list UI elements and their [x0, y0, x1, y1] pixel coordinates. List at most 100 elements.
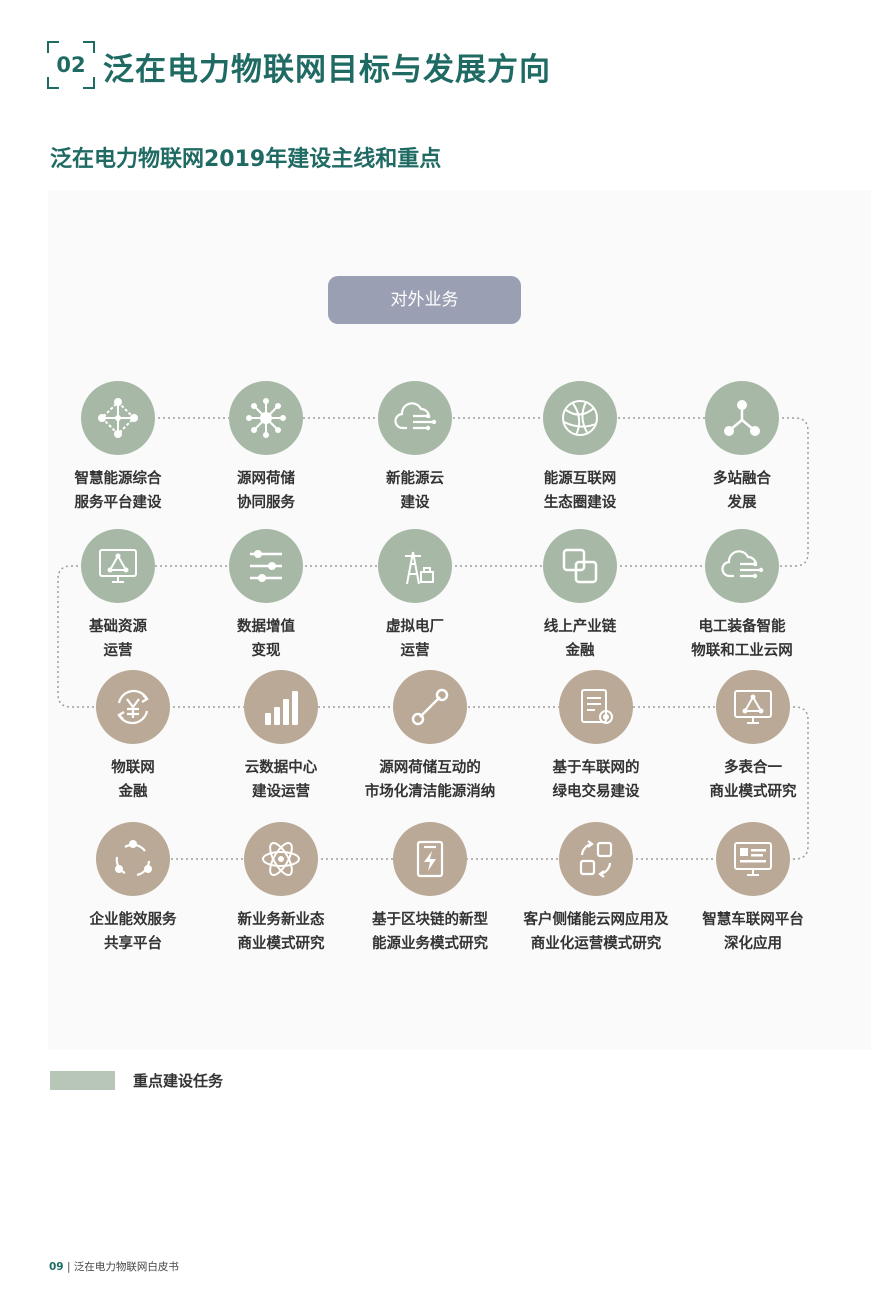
task-node: 云数据中心建设运营 [191, 670, 371, 804]
task-node-label-line1: 源网荷储 [237, 471, 295, 487]
task-node: 虚拟电厂运营 [325, 529, 505, 663]
task-node-label-line1: 线上产业链 [543, 619, 617, 635]
monitor-triangle-icon [716, 670, 790, 744]
task-node: 源网荷储互动的市场化清洁能源消纳 [340, 670, 520, 804]
globe-icon [543, 381, 617, 455]
task-node-label-line2: 金融 [118, 784, 148, 800]
task-node: 智慧车联网平台深化应用 [663, 822, 843, 956]
task-node-label: 智慧车联网平台深化应用 [663, 908, 843, 956]
branch-icon [705, 381, 779, 455]
task-node-label-line2: 商业模式研究 [709, 784, 797, 800]
task-node-label: 线上产业链金融 [490, 615, 670, 663]
task-node-label-line2: 变现 [251, 643, 281, 659]
task-node-label-line2: 发展 [727, 495, 757, 511]
task-node-label-line1: 智慧车联网平台 [702, 912, 804, 928]
power-tower-icon [378, 529, 452, 603]
overlap-squares-icon [543, 529, 617, 603]
task-node-label-line1: 能源互联网 [543, 471, 617, 487]
grid-arrows-icon [559, 822, 633, 896]
page-footer: 09 | 泛在电力物联网白皮书 [49, 1259, 179, 1274]
task-node: 电工装备智能物联和工业云网 [652, 529, 832, 663]
task-node: 多表合一商业模式研究 [663, 670, 843, 804]
section-number-badge: 02 [47, 41, 95, 89]
task-node: 基础资源运营 [28, 529, 208, 663]
task-node-label: 能源互联网生态圈建设 [490, 467, 670, 515]
task-node-label-line2: 绿电交易建设 [552, 784, 640, 800]
link-icon [393, 670, 467, 744]
task-node-label-line2: 能源业务模式研究 [372, 936, 488, 952]
task-node-label-line1: 源网荷储互动的 [379, 760, 481, 776]
task-node-label-line1: 数据增值 [237, 619, 295, 635]
task-node-label-line1: 基于车联网的 [552, 760, 640, 776]
task-node-label-line2: 商业化运营模式研究 [530, 936, 662, 952]
battery-bolt-icon [393, 822, 467, 896]
hub-icon [229, 381, 303, 455]
task-node: 智慧能源综合服务平台建设 [28, 381, 208, 515]
task-node-label: 基于车联网的绿电交易建设 [506, 756, 686, 804]
task-node-label-line1: 智慧能源综合 [74, 471, 162, 487]
task-node-label-line2: 商业模式研究 [237, 936, 325, 952]
task-node-label-line2: 建设 [400, 495, 430, 511]
task-node-label: 云数据中心建设运营 [191, 756, 371, 804]
section-title: 泛在电力物联网目标与发展方向 [103, 52, 551, 88]
task-node: 新业务新业态商业模式研究 [191, 822, 371, 956]
task-node-label-line1: 虚拟电厂 [386, 619, 444, 635]
task-node-label: 源网荷储协同服务 [176, 467, 356, 515]
task-node-label: 基于区块链的新型能源业务模式研究 [340, 908, 520, 956]
section-number: 02 [56, 53, 86, 77]
task-node: 源网荷储协同服务 [176, 381, 356, 515]
task-node-label-line1: 企业能效服务 [89, 912, 177, 928]
task-node-label-line1: 新能源云 [386, 471, 444, 487]
footer-separator: | [66, 1261, 71, 1273]
task-node-label: 多站融合发展 [652, 467, 832, 515]
cloud-circuit-icon [378, 381, 452, 455]
task-node-label-line2: 协同服务 [237, 495, 295, 511]
task-node: 物联网金融 [43, 670, 223, 804]
page-number: 09 [49, 1261, 64, 1273]
task-node-label-line2: 运营 [103, 643, 133, 659]
task-node-label-line2: 生态圈建设 [543, 495, 617, 511]
task-node-label: 企业能效服务共享平台 [43, 908, 223, 956]
task-node-label: 数据增值变现 [176, 615, 356, 663]
task-node-label-line1: 基于区块链的新型 [372, 912, 488, 928]
task-node-label: 新能源云建设 [325, 467, 505, 515]
task-node-label-line1: 多站融合 [713, 471, 771, 487]
task-node-label: 多表合一商业模式研究 [663, 756, 843, 804]
task-node: 客户侧储能云网应用及商业化运营模式研究 [506, 822, 686, 956]
task-node-label-line2: 深化应用 [724, 936, 782, 952]
atom-icon [244, 822, 318, 896]
network-nodes-icon [81, 381, 155, 455]
task-node: 基于区块链的新型能源业务模式研究 [340, 822, 520, 956]
task-node-label-line2: 服务平台建设 [74, 495, 162, 511]
task-node-label-line1: 客户侧储能云网应用及 [523, 912, 669, 928]
bar-chart-icon [244, 670, 318, 744]
task-node-label-line1: 云数据中心 [244, 760, 318, 776]
task-node-label: 新业务新业态商业模式研究 [191, 908, 371, 956]
task-node-label: 电工装备智能物联和工业云网 [652, 615, 832, 663]
monitor-triangle-icon [81, 529, 155, 603]
diagram-background [48, 190, 871, 1050]
monitor-list-icon [716, 822, 790, 896]
footer-title: 泛在电力物联网白皮书 [73, 1261, 179, 1273]
task-node: 基于车联网的绿电交易建设 [506, 670, 686, 804]
cycle-icon [96, 822, 170, 896]
task-node: 能源互联网生态圈建设 [490, 381, 670, 515]
document-gear-icon [559, 670, 633, 744]
task-node-label: 源网荷储互动的市场化清洁能源消纳 [340, 756, 520, 804]
task-node: 线上产业链金融 [490, 529, 670, 663]
task-node-label-line2: 建设运营 [252, 784, 310, 800]
task-node-label-line2: 共享平台 [104, 936, 162, 952]
task-node-label: 基础资源运营 [28, 615, 208, 663]
task-node-label: 物联网金融 [43, 756, 223, 804]
legend-swatch-key-task [50, 1071, 115, 1090]
task-node: 企业能效服务共享平台 [43, 822, 223, 956]
task-node-label: 虚拟电厂运营 [325, 615, 505, 663]
task-node-label: 客户侧储能云网应用及商业化运营模式研究 [506, 908, 686, 956]
task-node-label-line1: 物联网 [111, 760, 155, 776]
task-node: 数据增值变现 [176, 529, 356, 663]
task-node-label-line2: 金融 [565, 643, 595, 659]
cloud-circuit-icon [705, 529, 779, 603]
task-node: 多站融合发展 [652, 381, 832, 515]
task-node-label-line2: 运营 [400, 643, 430, 659]
task-node-label-line2: 物联和工业云网 [691, 643, 793, 659]
